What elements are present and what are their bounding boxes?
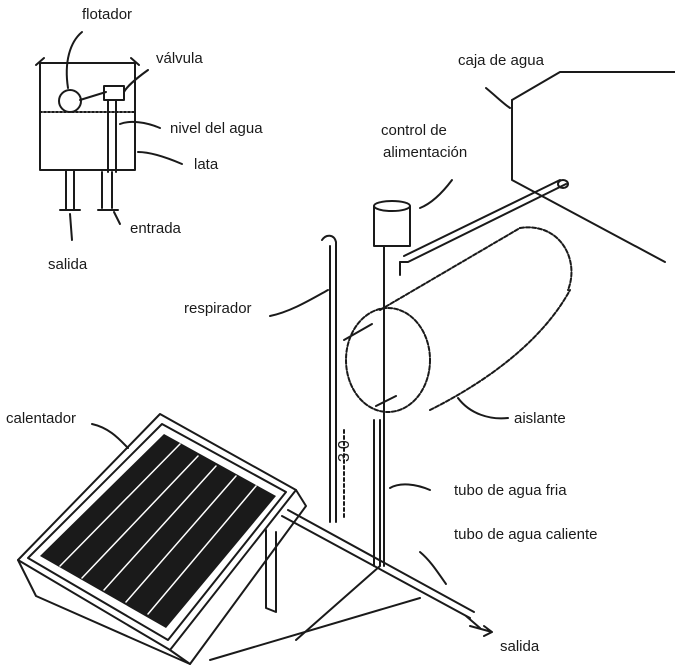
label-entrada: entrada [130,220,181,237]
water-box [485,71,675,263]
label-salida-bottom: salida [500,638,540,655]
cold-pipe [295,419,381,641]
vent-pipe [269,234,337,523]
label-caja-agua: caja de agua [458,52,544,69]
label-flotador: flotador [82,6,133,23]
label-control-2: alimentación [383,144,468,161]
label-aislante: aislante [514,410,566,427]
label-nivel-agua: nivel del agua [170,120,263,137]
storage-tank [343,226,573,413]
label-salida-top: salida [48,256,88,273]
label-leaders [343,397,509,637]
valve-icon [103,85,125,101]
label-calentador: calentador [6,410,77,427]
label-tubo-fria: tubo de agua fria [454,482,567,499]
feed-control-tank [373,179,453,567]
label-distance-30: 30 [336,436,353,462]
label-lata: lata [194,156,219,173]
feed-pipe [399,179,569,276]
label-respirador: respirador [184,300,252,317]
label-valvula: válvula [156,50,203,67]
float-ball-icon [58,89,82,113]
hot-pipe [281,509,481,629]
label-control-1: control de [381,122,447,139]
label-tubo-caliente: tubo de agua caliente [454,526,598,543]
float-tank-detail [35,31,183,241]
solar-collector [17,413,421,665]
